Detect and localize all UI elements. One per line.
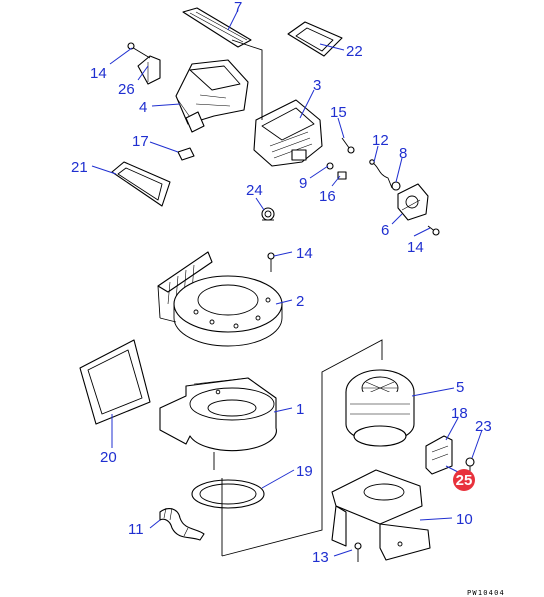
part-21-drawing <box>111 161 171 207</box>
part-11-drawing <box>159 507 205 541</box>
part-15-drawing <box>341 137 355 154</box>
callout-11: 11 <box>128 521 144 538</box>
part-10-drawing <box>331 469 431 561</box>
callout-18: 18 <box>451 405 468 422</box>
part-2-drawing <box>157 251 283 347</box>
callout-7: 7 <box>234 0 242 16</box>
callout-9: 9 <box>299 175 307 192</box>
callout-25: 25 <box>456 472 473 489</box>
callout-22: 22 <box>346 43 363 60</box>
callout-14-right: 14 <box>407 239 424 256</box>
part-4-drawing <box>175 59 249 133</box>
part-14-screw-right-drawing <box>427 225 440 236</box>
part-5-drawing <box>345 369 415 447</box>
part-14-screw-middle-drawing <box>267 252 275 272</box>
callout-5: 5 <box>456 379 464 396</box>
callout-1: 1 <box>296 401 304 418</box>
part-13-drawing <box>354 542 362 562</box>
callout-20: 20 <box>100 449 117 466</box>
callout-10: 10 <box>456 511 473 528</box>
part-18-drawing <box>425 435 453 475</box>
highlighted-callout-25[interactable]: 25 <box>453 469 475 491</box>
part-20-drawing <box>79 339 151 425</box>
part-24-drawing <box>261 207 275 221</box>
part-12-drawing <box>369 159 393 189</box>
callout-16: 16 <box>319 188 336 205</box>
part-16-drawing <box>337 171 347 180</box>
part-7-drawing <box>182 7 252 48</box>
callout-6: 6 <box>381 222 389 239</box>
part-9-drawing <box>326 162 334 170</box>
callout-26: 26 <box>118 81 135 98</box>
callout-3: 3 <box>313 77 321 94</box>
callout-8: 8 <box>399 145 407 162</box>
callout-19: 19 <box>296 463 313 480</box>
callout-12: 12 <box>372 132 389 149</box>
callout-4: 4 <box>139 99 147 116</box>
callout-labels: 7 22 14 26 4 3 15 12 8 17 21 9 16 24 6 1… <box>71 0 492 566</box>
callout-15: 15 <box>330 104 347 121</box>
callout-14-middle: 14 <box>296 245 313 262</box>
part-1-drawing <box>159 377 277 452</box>
callout-2: 2 <box>296 293 304 310</box>
callout-23: 23 <box>475 418 492 435</box>
leader-lines <box>91 9 483 557</box>
part-26-drawing <box>127 42 161 85</box>
assembly-guide-lines <box>213 39 383 557</box>
part-8-drawing <box>391 181 401 191</box>
callout-13: 13 <box>312 549 329 566</box>
part-22-drawing <box>287 21 343 57</box>
part-23-drawing <box>465 457 475 472</box>
callout-21: 21 <box>71 159 88 176</box>
part-3-drawing <box>253 99 323 167</box>
callout-24: 24 <box>246 182 263 199</box>
callout-17: 17 <box>132 133 149 150</box>
part-6-drawing <box>397 183 429 221</box>
figure-code: PW10404 <box>467 589 505 597</box>
callout-14-top: 14 <box>90 65 107 82</box>
part-19-drawing <box>191 479 265 509</box>
part-17-drawing <box>177 147 195 161</box>
